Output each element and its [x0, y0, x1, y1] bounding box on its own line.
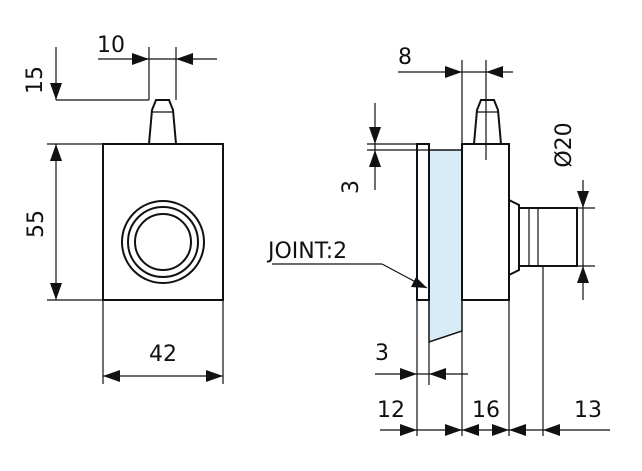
- dim-side-diameter: Ø20: [552, 122, 577, 167]
- side-clamp-body: [461, 143, 510, 301]
- front-knob: [121, 200, 205, 284]
- side-glass: [428, 149, 463, 344]
- dim-side-right: 13: [574, 398, 602, 423]
- dim-front-width: 42: [149, 342, 177, 367]
- joint-label: JOINT:2: [266, 239, 347, 264]
- side-knob: [518, 207, 578, 267]
- dim-side-offset-top: 8: [398, 45, 412, 70]
- front-nozzle: [147, 99, 178, 145]
- front-view: [102, 99, 224, 301]
- dim-front-nozzle-height: 15: [23, 66, 48, 94]
- dim-side-middle: 16: [472, 398, 500, 423]
- side-nozzle: [472, 99, 503, 145]
- side-back-plate: [416, 143, 430, 301]
- side-knob-base: [508, 198, 520, 277]
- dim-front-nozzle-width: 10: [97, 33, 125, 58]
- dim-side-bottom-gap: 3: [375, 341, 389, 366]
- side-dimensions: 8 3 JOINT:2 3 12 16 13: [266, 45, 610, 436]
- front-dimensions: 15 10 55 42: [23, 33, 224, 384]
- side-view: [416, 99, 578, 344]
- dim-side-left: 12: [377, 398, 405, 423]
- dim-side-glass-top: 3: [339, 180, 364, 194]
- dim-front-height: 55: [24, 210, 49, 238]
- front-body: [102, 143, 224, 301]
